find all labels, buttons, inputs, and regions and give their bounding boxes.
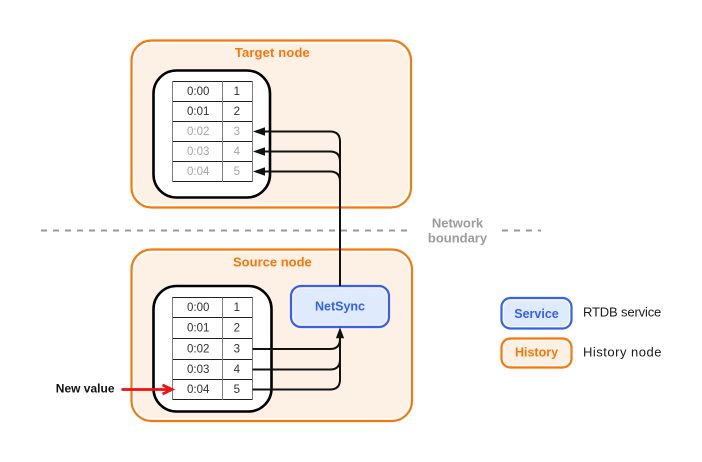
svg-text:Network: Network — [432, 216, 484, 231]
svg-text:Source node: Source node — [233, 255, 312, 270]
svg-text:NetSync: NetSync — [315, 300, 365, 314]
svg-text:3: 3 — [234, 344, 240, 356]
svg-text:History node: History node — [583, 344, 662, 359]
svg-text:0:00: 0:00 — [187, 302, 209, 314]
svg-text:1: 1 — [234, 302, 240, 314]
svg-text:0:03: 0:03 — [187, 146, 209, 158]
svg-text:2: 2 — [234, 106, 240, 118]
svg-text:5: 5 — [234, 166, 240, 178]
svg-text:0:01: 0:01 — [187, 106, 209, 118]
svg-text:5: 5 — [234, 384, 240, 396]
svg-text:2: 2 — [234, 323, 240, 335]
svg-text:Target node: Target node — [235, 45, 310, 60]
svg-text:0:04: 0:04 — [187, 166, 210, 178]
svg-text:4: 4 — [234, 146, 241, 158]
svg-text:3: 3 — [234, 126, 240, 138]
svg-text:4: 4 — [234, 364, 241, 376]
svg-text:0:04: 0:04 — [187, 384, 210, 396]
svg-text:0:02: 0:02 — [187, 344, 209, 356]
svg-text:0:03: 0:03 — [187, 364, 209, 376]
svg-text:0:00: 0:00 — [187, 86, 209, 98]
svg-text:boundary: boundary — [428, 231, 488, 246]
svg-text:RTDB service: RTDB service — [583, 304, 661, 319]
svg-text:Service: Service — [514, 307, 559, 321]
svg-text:0:01: 0:01 — [187, 323, 209, 335]
svg-text:New value: New value — [56, 382, 115, 396]
svg-text:1: 1 — [234, 86, 240, 98]
svg-text:0:02: 0:02 — [187, 126, 209, 138]
svg-text:History: History — [515, 345, 558, 359]
